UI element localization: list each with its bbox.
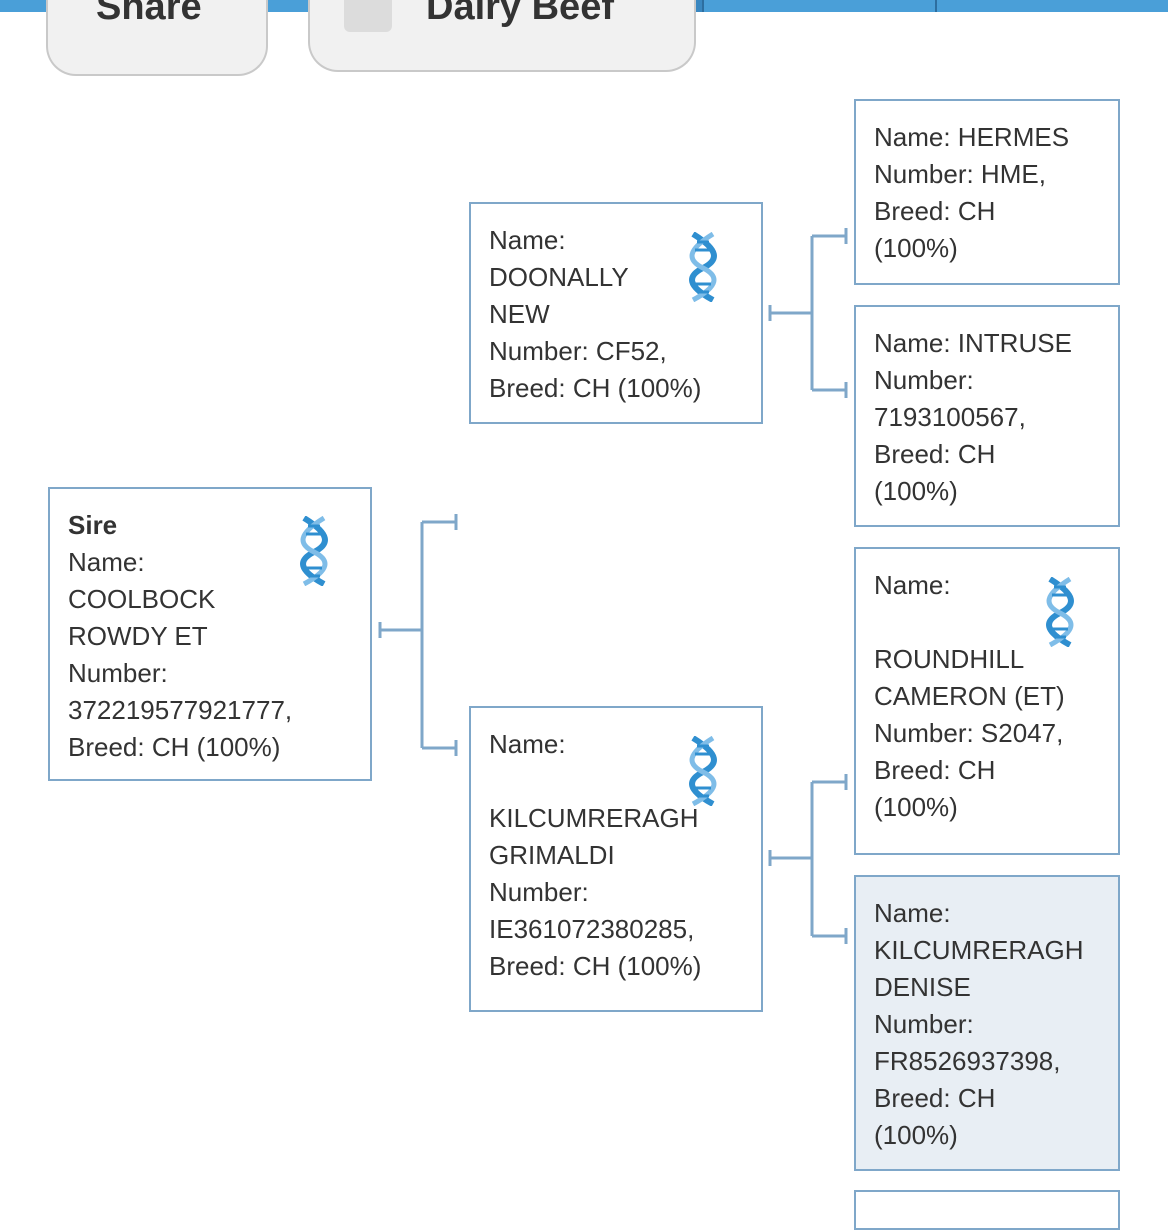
dna-helix-icon[interactable] (290, 516, 338, 586)
sss-breed-line1: Breed: CH (874, 196, 996, 226)
tab-divider (935, 0, 937, 12)
ssd-name: Name: INTRUSE (874, 328, 1072, 358)
dairy-beef-toggle[interactable]: Dairy Beef (308, 0, 696, 72)
sds-breed-line2: (100%) (874, 792, 958, 822)
dna-helix-icon[interactable] (679, 736, 727, 806)
sds-name-label: Name: (874, 570, 951, 600)
sd-name-label: Name: (489, 729, 566, 759)
sdd-name-line1: KILCUMRERAGH (874, 935, 1084, 965)
sds-number: Number: S2047, (874, 718, 1064, 748)
ssd-number-label: Number: (874, 365, 974, 395)
pedigree-connectors (378, 228, 848, 944)
sire-number: 372219577921777, (68, 695, 293, 725)
ss-dam-card[interactable]: Name: INTRUSE Number: 7193100567, Breed:… (854, 305, 1120, 527)
ssd-breed-line2: (100%) (874, 476, 958, 506)
sire-dam-card[interactable]: Name: KILCUMRERAGH GRIMALDI Number: IE36… (469, 706, 763, 1012)
ss-number: Number: CF52, (489, 336, 667, 366)
sd-sire-card[interactable]: Name: ROUNDHILL CAMERON (ET) Number: S20… (854, 547, 1120, 855)
sds-name-line2: CAMERON (ET) (874, 681, 1065, 711)
tab-divider (702, 0, 704, 12)
sire-name-line1: COOLBOCK (68, 584, 216, 614)
ss-breed: Breed: CH (100%) (489, 373, 702, 403)
sire-name-line2: ROWDY ET (68, 621, 208, 651)
sdd-name-line2: DENISE (874, 972, 971, 1002)
sire-number-label: Number: (68, 658, 168, 688)
sd-name-line2: GRIMALDI (489, 840, 615, 870)
sire-heading: Sire (68, 510, 118, 540)
ss-name-label: Name: (489, 225, 566, 255)
sd-dam-card[interactable]: Name: KILCUMRERAGH DENISE Number: FR8526… (854, 875, 1120, 1171)
share-button[interactable]: Share (46, 0, 268, 76)
sds-breed-line1: Breed: CH (874, 755, 996, 785)
sdd-name-label: Name: (874, 898, 951, 928)
share-button-label: Share (96, 0, 202, 28)
dairy-beef-label: Dairy Beef (426, 0, 614, 28)
sd-number-label: Number: (489, 877, 589, 907)
sd-name-line1: KILCUMRERAGH (489, 803, 699, 833)
sd-number: IE361072380285, (489, 914, 695, 944)
sdd-number: FR8526937398, (874, 1046, 1061, 1076)
sire-sire-card[interactable]: Name: DOONALLY NEW Number: CF52, Breed: … (469, 202, 763, 424)
dna-helix-icon[interactable] (679, 232, 727, 302)
sire-card[interactable]: Sire Name: COOLBOCK ROWDY ET Number: 372… (48, 487, 372, 781)
next-card-partial[interactable] (854, 1190, 1120, 1230)
sd-breed: Breed: CH (100%) (489, 951, 702, 981)
sdd-number-label: Number: (874, 1009, 974, 1039)
sire-breed: Breed: CH (100%) (68, 732, 281, 762)
ss-sire-card[interactable]: Name: HERMES Number: HME, Breed: CH (100… (854, 99, 1120, 285)
ss-name-line1: DOONALLY (489, 262, 629, 292)
sire-name-label: Name: (68, 547, 145, 577)
ssd-number: 7193100567, (874, 402, 1026, 432)
dairy-beef-checkbox[interactable] (344, 0, 392, 32)
ss-name-line2: NEW (489, 299, 550, 329)
sdd-breed-line2: (100%) (874, 1120, 958, 1150)
sds-name-line1: ROUNDHILL (874, 644, 1025, 674)
sss-name: Name: HERMES (874, 122, 1070, 152)
sss-number: Number: HME, (874, 159, 1046, 189)
dna-helix-icon[interactable] (1036, 577, 1084, 647)
sdd-breed-line1: Breed: CH (874, 1083, 996, 1113)
sss-breed-line2: (100%) (874, 233, 958, 263)
ssd-breed-line1: Breed: CH (874, 439, 996, 469)
